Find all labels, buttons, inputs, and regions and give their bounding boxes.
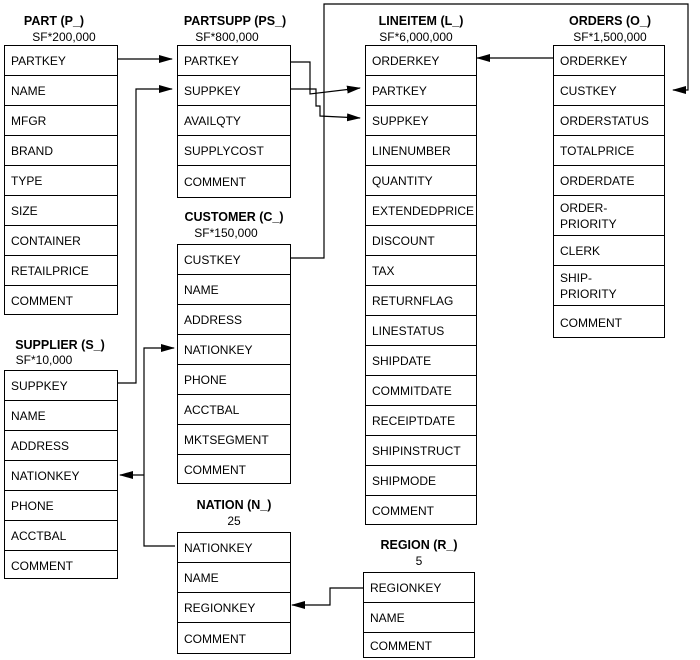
column-lineitem-commitdate: COMMITDATE (366, 376, 476, 406)
column-part-retailprice: RETAILPRICE (5, 256, 117, 286)
column-part-brand: BRAND (5, 136, 117, 166)
column-nation-nationkey: NATIONKEY (178, 533, 290, 563)
table-cardinality: SF*6,000,000 (379, 30, 453, 44)
column-orders-clerk: CLERK (554, 236, 664, 266)
column-customer-phone: PHONE (178, 365, 290, 395)
column-region-regionkey: REGIONKEY (364, 573, 474, 603)
column-partsupp-partkey: PARTKEY (178, 46, 290, 76)
column-lineitem-shipinstruct: SHIPINSTRUCT (366, 436, 476, 466)
column-supplier-nationkey: NATIONKEY (5, 461, 117, 491)
column-part-container: CONTAINER (5, 226, 117, 256)
table-title: SUPPLIER (S_) (15, 338, 105, 352)
table-cardinality: SF*200,000 (32, 30, 96, 44)
column-orders-comment: COMMENT (560, 315, 622, 330)
column-part-type: TYPE (5, 166, 117, 196)
column-lineitem-suppkey: SUPPKEY (366, 106, 476, 136)
column-customer-mktsegment: MKTSEGMENT (178, 425, 290, 455)
column-orders-shippriority: SHIP- PRIORITY (554, 266, 664, 306)
column-lineitem-shipmode: SHIPMODE (366, 466, 476, 496)
column-nation-comment: COMMENT (184, 632, 246, 646)
column-nation-regionkey: REGIONKEY (178, 593, 290, 623)
table-cardinality: SF*150,000 (194, 226, 258, 240)
connector-supplier-partsupp (118, 85, 173, 384)
connector-partsupp-lineitem-partkey (291, 61, 361, 95)
column-lineitem-tax: TAX (366, 256, 476, 286)
column-supplier-name: NAME (5, 401, 117, 431)
column-lineitem-shipdate: SHIPDATE (366, 346, 476, 376)
column-nation-name: NAME (178, 563, 290, 593)
column-supplier-address: ADDRESS (5, 431, 117, 461)
column-partsupp-comment: COMMENT (184, 175, 246, 189)
table-title: PARTSUPP (PS_) (183, 14, 287, 28)
column-orders-orderdate: ORDERDATE (554, 166, 664, 196)
column-lineitem-linenumber: LINENUMBER (366, 136, 476, 166)
column-partsupp-availqty: AVAILQTY (178, 106, 290, 136)
column-region-comment: COMMENT (370, 639, 432, 653)
column-lineitem-orderkey: ORDERKEY (366, 46, 476, 76)
column-customer-comment: COMMENT (184, 463, 246, 477)
table-title: ORDERS (O_) (569, 14, 651, 28)
column-lineitem-discount: DISCOUNT (366, 226, 476, 256)
connector-customer-orders (291, 3, 689, 259)
column-partsupp-supplycost: SUPPLYCOST (178, 136, 290, 166)
table-cardinality: SF*1,500,000 (573, 30, 647, 44)
column-orders-orderkey: ORDERKEY (554, 46, 664, 76)
column-supplier-comment: COMMENT (11, 558, 73, 573)
connector-region-nation (291, 587, 363, 609)
table-title: CUSTOMER (C_) (184, 210, 284, 224)
column-lineitem-linestatus: LINESTATUS (366, 316, 476, 346)
column-part-partkey: PARTKEY (5, 46, 117, 76)
column-orders-orderpriority: ORDER- PRIORITY (554, 196, 664, 236)
table-cardinality: 5 (415, 554, 423, 568)
column-customer-nationkey: NATIONKEY (178, 335, 290, 365)
column-region-name: NAME (364, 603, 474, 633)
column-supplier-suppkey: SUPPKEY (5, 371, 117, 401)
column-supplier-acctbal: ACCTBAL (5, 521, 117, 551)
column-part-size: SIZE (5, 196, 117, 226)
table-cardinality: SF*10,000 (15, 353, 73, 367)
column-part-comment: COMMENT (11, 294, 73, 308)
column-orders-custkey: CUSTKEY (554, 76, 664, 106)
table-title: REGION (R_) (380, 538, 458, 552)
column-lineitem-extendedprice: EXTENDEDPRICE (366, 196, 476, 226)
column-lineitem-partkey: PARTKEY (366, 76, 476, 106)
table-cardinality: SF*800,000 (195, 30, 259, 44)
table-title: LINEITEM (L_) (378, 14, 464, 28)
column-lineitem-receiptdate: RECEIPTDATE (366, 406, 476, 436)
table-title: PART (P_) (23, 14, 85, 28)
table-cardinality: 25 (227, 514, 241, 528)
column-customer-acctbal: ACCTBAL (178, 395, 290, 425)
column-orders-orderstatus: ORDERSTATUS (554, 106, 664, 136)
column-partsupp-suppkey: SUPPKEY (178, 76, 290, 106)
column-customer-custkey: CUSTKEY (178, 245, 290, 275)
column-customer-name: NAME (178, 275, 290, 305)
column-lineitem-returnflag: RETURNFLAG (366, 286, 476, 316)
table-title: NATION (N_) (196, 498, 272, 512)
column-lineitem-quantity: QUANTITY (366, 166, 476, 196)
connector-partsupp-lineitem-suppkey (291, 88, 361, 122)
column-orders-totalprice: TOTALPRICE (554, 136, 664, 166)
column-lineitem-comment: COMMENT (372, 504, 434, 518)
column-supplier-phone: PHONE (5, 491, 117, 521)
column-customer-address: ADDRESS (178, 305, 290, 335)
connector-nation-customer (143, 344, 175, 547)
column-part-mfgr: MFGR (5, 106, 117, 136)
column-part-name: NAME (5, 76, 117, 106)
